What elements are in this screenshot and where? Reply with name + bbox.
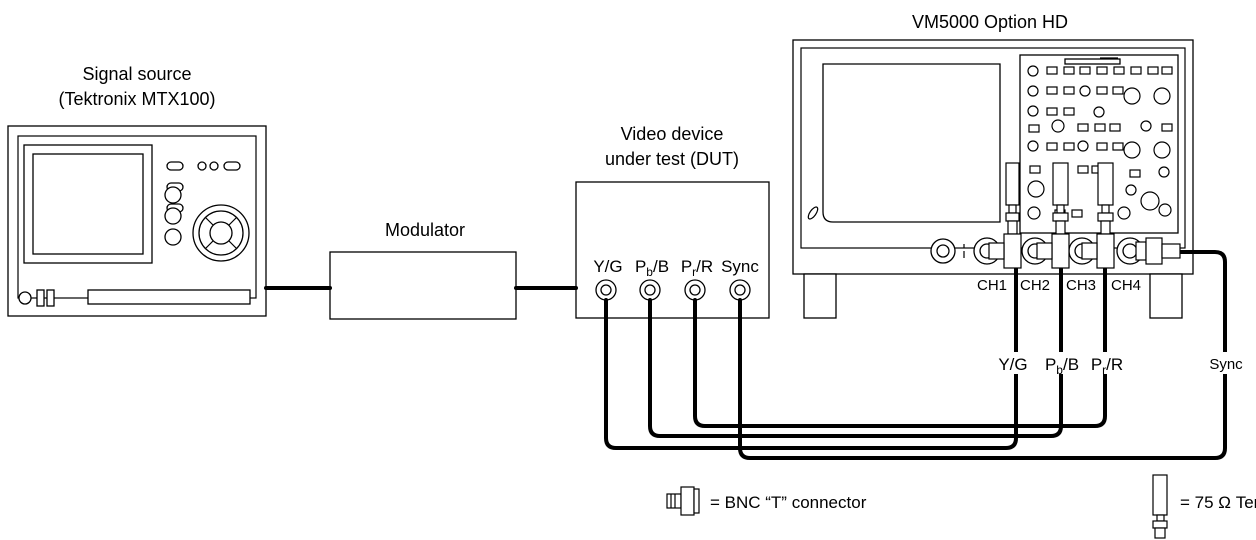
- cable-label-sync: Sync: [1209, 356, 1243, 373]
- cable-label-pr: Pr/R: [1091, 355, 1123, 377]
- signal-source-title: Signal source: [82, 64, 191, 84]
- modulator-device: Modulator: [329, 220, 517, 320]
- dut-port-pb-label: Pb/B: [635, 257, 669, 279]
- cable-label-pb: Pb/B: [1045, 355, 1079, 377]
- cable-label-yg: Y/G: [998, 355, 1027, 374]
- bnc-t-connector-ch3: [1081, 233, 1115, 269]
- signal-source-device: Signal source (Tektronix MTX100): [7, 64, 267, 317]
- legend-bnc-t-label: = BNC “T” connector: [710, 493, 867, 512]
- channel-label-ch4: CH4: [1111, 277, 1141, 294]
- channel-label-ch1: CH1: [977, 277, 1007, 294]
- legend-termination-label: = 75 Ω Termination: [1180, 493, 1256, 512]
- bnc-connector-ch4: [1135, 237, 1181, 265]
- channel-connectors: [988, 162, 1181, 269]
- dut-port-sync-label: Sync: [721, 257, 759, 276]
- dut-port-yg-label: Y/G: [593, 257, 622, 276]
- dut-title: Video device: [621, 124, 724, 144]
- dpad-icon: [192, 204, 250, 262]
- vm5000-title: VM5000 Option HD: [912, 12, 1068, 32]
- bnc-t-connector-icon: [666, 486, 700, 516]
- termination-ch1: [1005, 162, 1020, 235]
- legend: = BNC “T” connector = 75 Ω Termination: [666, 474, 1256, 539]
- bnc-t-connector-ch1: [988, 233, 1022, 269]
- bnc-t-connector-ch2: [1036, 233, 1070, 269]
- modulator-label: Modulator: [385, 220, 465, 240]
- termination-icon: [1152, 474, 1168, 539]
- cables: [264, 250, 1227, 460]
- termination-ch3: [1097, 162, 1114, 235]
- channel-label-ch2: CH2: [1020, 277, 1050, 294]
- dut-port-connectors: [595, 279, 751, 301]
- vm5000-device: VM5000 Option HD: [792, 12, 1194, 319]
- signal-source-model: (Tektronix MTX100): [58, 89, 215, 109]
- dut-device: Video device under test (DUT) Y/G Pb/B P…: [575, 124, 770, 319]
- channel-label-ch3: CH3: [1066, 277, 1096, 294]
- dut-port-pr-label: Pr/R: [681, 257, 713, 279]
- dut-subtitle: under test (DUT): [605, 149, 739, 169]
- monitor-screen: [822, 63, 1001, 223]
